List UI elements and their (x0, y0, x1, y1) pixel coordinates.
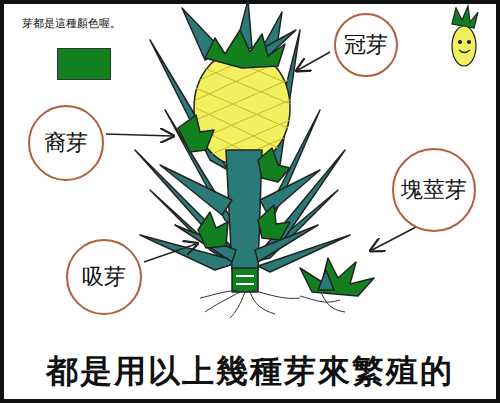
label-circle: 吸芽 (66, 239, 142, 315)
color-swatch (57, 48, 111, 80)
label-circle: 裔芽 (28, 105, 104, 181)
label-circle: 冠芽 (334, 13, 398, 77)
part-label: 冠芽 (344, 30, 388, 60)
part-label: 塊莖芽 (401, 175, 467, 205)
legend-text: 芽都是這種顏色喔。 (22, 16, 121, 31)
part-label: 裔芽 (44, 128, 88, 158)
caption: 都是用以上幾種芽來繁殖的 (46, 350, 454, 394)
part-label: 吸芽 (82, 262, 126, 292)
label-circle: 塊莖芽 (392, 148, 476, 232)
